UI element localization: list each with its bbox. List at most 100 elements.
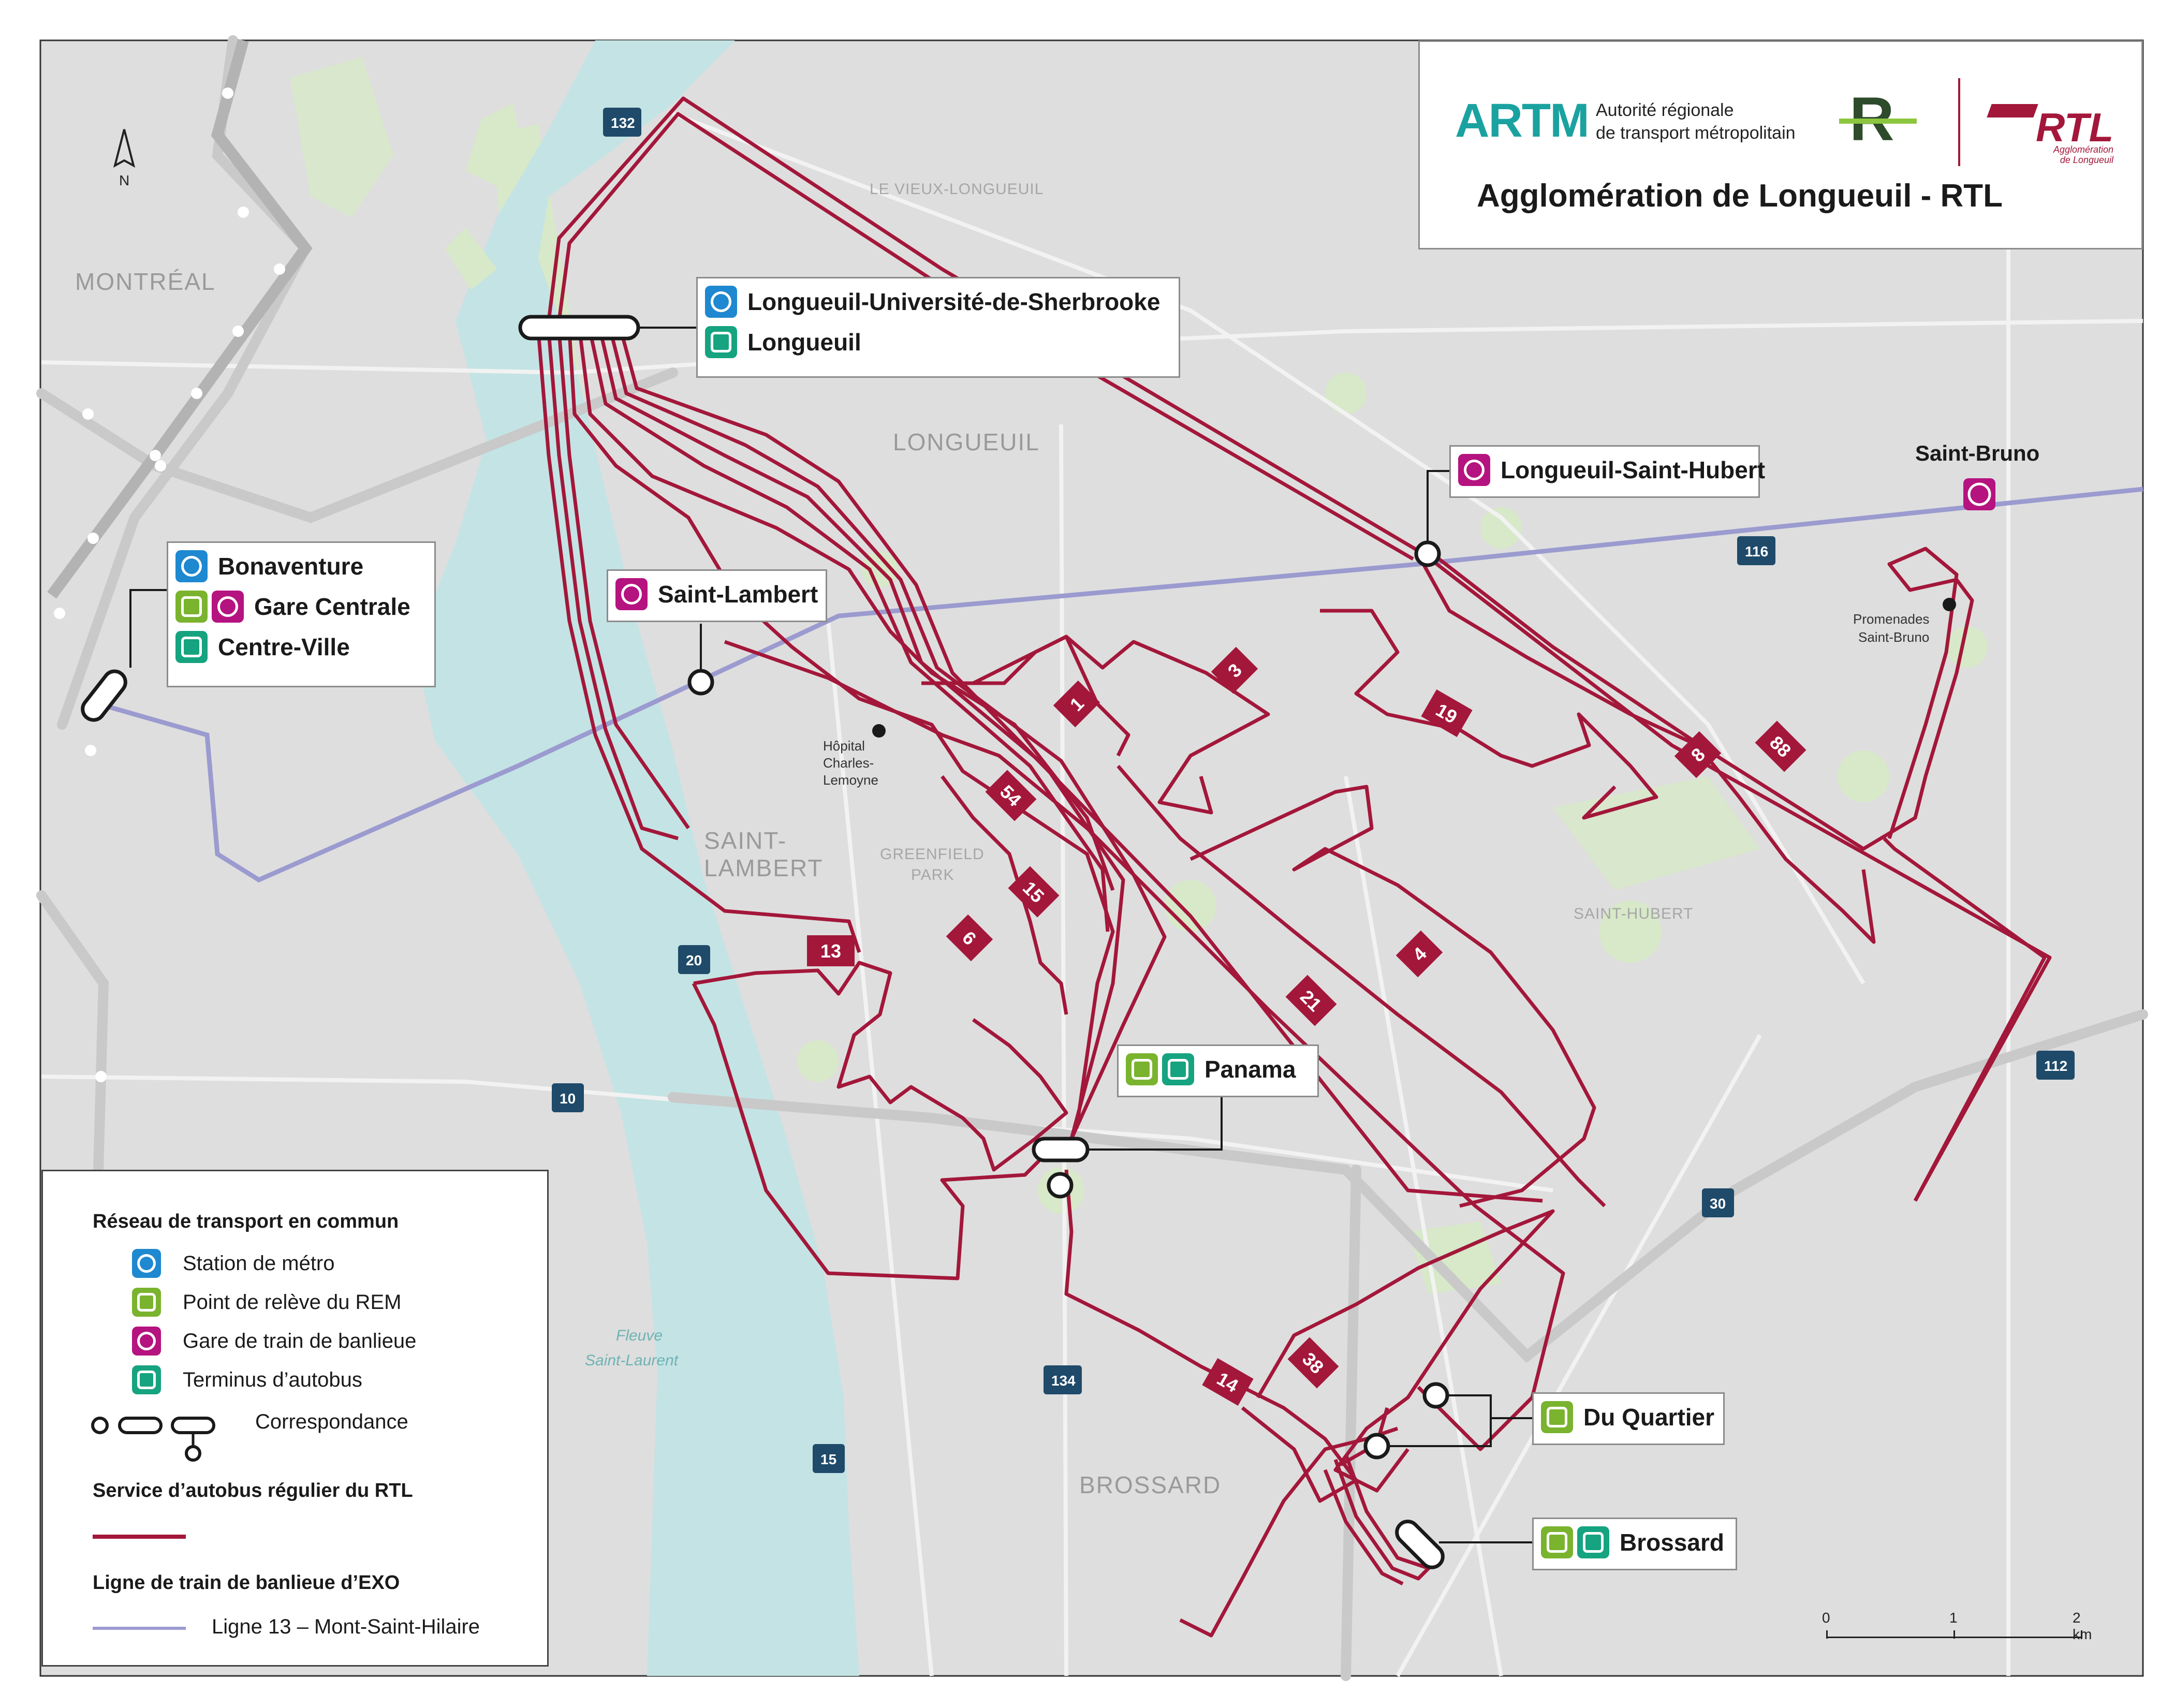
rem-icon xyxy=(175,591,208,623)
highway-shield-15: 15 xyxy=(813,1444,845,1473)
label-promenades-1: Promenades xyxy=(1853,611,1929,627)
callout-longueuil: Longueuil-Université-de-Sherbrooke Longu… xyxy=(696,277,1180,378)
station-longueuil-st-hubert: Longueuil-Saint-Hubert xyxy=(1501,457,1766,483)
saint-bruno-train-icon xyxy=(1963,478,1995,510)
quartier-transfer-2 xyxy=(1363,1433,1390,1460)
label-montreal: MONTRÉAL xyxy=(75,268,216,295)
route-badge-3: 3 xyxy=(1211,646,1258,694)
callout-panama: Panama xyxy=(1117,1044,1319,1097)
brossard-transfer xyxy=(1395,1520,1445,1569)
svg-text:15: 15 xyxy=(820,1451,836,1467)
route-badge-38: 38 xyxy=(1287,1337,1339,1389)
rtl-logo: RTL Agglomération de Longueuil xyxy=(1984,73,2134,171)
legend-rem-icon xyxy=(132,1288,161,1317)
longueuil-transfer xyxy=(518,315,640,341)
label-longueuil: LONGUEUIL xyxy=(893,429,1040,455)
north-label: N xyxy=(119,172,129,188)
route-badges: 1 3 19 8 88 54 15 6 13 4 21 14 38 xyxy=(807,646,1806,1406)
rem-logo-bar xyxy=(1839,119,1917,124)
label-greenfield-2: PARK xyxy=(911,866,954,884)
highway-shield-134: 134 xyxy=(1044,1365,1082,1394)
scale-tick-0 xyxy=(1826,1630,1828,1639)
artm-name-line-2: de transport métropolitain xyxy=(1596,123,1796,143)
route-badge-8: 8 xyxy=(1674,731,1722,778)
legend-bus-icon xyxy=(132,1365,161,1394)
artm-name-line-1: Autorité régionale xyxy=(1596,100,1734,120)
promenades-marker xyxy=(1943,598,1956,611)
artm-name: Autorité régionale de transport métropol… xyxy=(1596,99,1796,144)
svg-text:30: 30 xyxy=(1710,1196,1726,1212)
callout-row-bus: Longueuil xyxy=(705,322,1171,362)
label-hopital-1: Hôpital xyxy=(823,738,865,754)
header-panel: ARTM Autorité régionale de transport mét… xyxy=(1418,40,2143,249)
leader-lines xyxy=(129,327,1532,1543)
rtl-routes xyxy=(536,96,2052,1638)
metro-line xyxy=(47,39,313,1082)
highway-shield-20: 20 xyxy=(678,945,710,974)
svg-text:112: 112 xyxy=(2044,1058,2067,1074)
scale-tick-2 xyxy=(2081,1630,2082,1639)
highway-shield-116: 116 xyxy=(1737,536,1775,565)
du-quartier-transfer xyxy=(1422,1382,1449,1409)
rtl-logo-mark xyxy=(1987,104,2038,117)
artm-logo: ARTM xyxy=(1455,94,1590,147)
station-longueuil-bus: Longueuil xyxy=(747,329,861,356)
label-promenades-2: Saint-Bruno xyxy=(1858,629,1929,645)
bus-terminal-icon xyxy=(175,631,208,663)
callout-row-metro: Longueuil-Université-de-Sherbrooke xyxy=(705,282,1171,322)
callout-row-rem-train: Gare Centrale xyxy=(175,586,427,627)
label-hopital-3: Lemoyne xyxy=(823,772,878,788)
label-greenfield-1: GREENFIELD xyxy=(880,846,985,863)
station-panama: Panama xyxy=(1204,1056,1296,1083)
station-longueuil-usherb: Longueuil-Université-de-Sherbrooke xyxy=(747,288,1161,315)
station-centre-ville: Centre-Ville xyxy=(218,634,350,660)
bus-terminal-icon xyxy=(1577,1526,1609,1558)
label-river-2: Saint-Laurent xyxy=(585,1352,679,1369)
svg-text:134: 134 xyxy=(1051,1373,1076,1389)
river xyxy=(414,40,859,1676)
label-brossard: BROSSARD xyxy=(1079,1471,1221,1498)
callout-montreal-stations: Bonaventure Gare Centrale Centre-Ville xyxy=(167,541,436,687)
station-du-quartier: Du Quartier xyxy=(1583,1404,1715,1431)
panama-transfer xyxy=(1032,1137,1090,1162)
svg-text:20: 20 xyxy=(686,952,702,968)
route-badge-88: 88 xyxy=(1755,720,1806,772)
callout-row-rem: Du Quartier xyxy=(1541,1397,1716,1437)
rem-icon xyxy=(1541,1401,1573,1433)
legend-train-icon xyxy=(132,1327,161,1356)
saint-lambert-transfer xyxy=(687,669,714,696)
callout-row-train: Longueuil-Saint-Hubert xyxy=(1458,450,1765,490)
legend-metro-icon xyxy=(132,1249,161,1278)
legend-metro-label: Station de métro xyxy=(183,1252,335,1275)
label-vieux-longueuil: LE VIEUX-LONGUEUIL xyxy=(870,181,1044,198)
station-gare-centrale: Gare Centrale xyxy=(254,593,410,620)
logo-divider xyxy=(1958,78,1960,166)
islands xyxy=(445,104,523,290)
route-badge-19: 19 xyxy=(1421,689,1473,737)
train-icon xyxy=(212,591,244,623)
route-badge-6: 6 xyxy=(946,914,993,962)
scale-bar: 0 1 2 km xyxy=(1822,1610,2102,1651)
legend-exo-label: Ligne 13 – Mont-Saint-Hilaire xyxy=(212,1615,480,1638)
bonaventure-transfer xyxy=(81,669,127,722)
rem-icon xyxy=(1126,1053,1158,1085)
route-badge-15: 15 xyxy=(1008,866,1060,918)
station-bonaventure: Bonaventure xyxy=(218,553,364,580)
bus-terminal-icon xyxy=(1162,1053,1194,1085)
highway-shield-112: 112 xyxy=(2036,1051,2075,1080)
hopital-marker xyxy=(872,724,886,738)
route-badge-21: 21 xyxy=(1285,975,1337,1026)
train-icon xyxy=(615,578,648,610)
label-saint-lambert-2: LAMBERT xyxy=(704,855,823,881)
legend-title-exo: Ligne de train de banlieue d’EXO xyxy=(93,1572,400,1594)
label-saint-hubert: SAINT-HUBERT xyxy=(1574,905,1693,922)
svg-text:116: 116 xyxy=(1745,543,1768,559)
panama-transfer-2 xyxy=(1047,1172,1074,1199)
callout-row-rem-bus: Panama xyxy=(1126,1049,1310,1089)
svg-text:132: 132 xyxy=(611,115,635,131)
callout-row-bus: Centre-Ville xyxy=(175,627,427,667)
label-saint-lambert-1: SAINT- xyxy=(704,827,787,854)
callout-longueuil-st-hubert: Longueuil-Saint-Hubert xyxy=(1449,445,1765,498)
north-arrow-icon: N xyxy=(113,129,136,188)
route-badge-54: 54 xyxy=(985,770,1037,821)
